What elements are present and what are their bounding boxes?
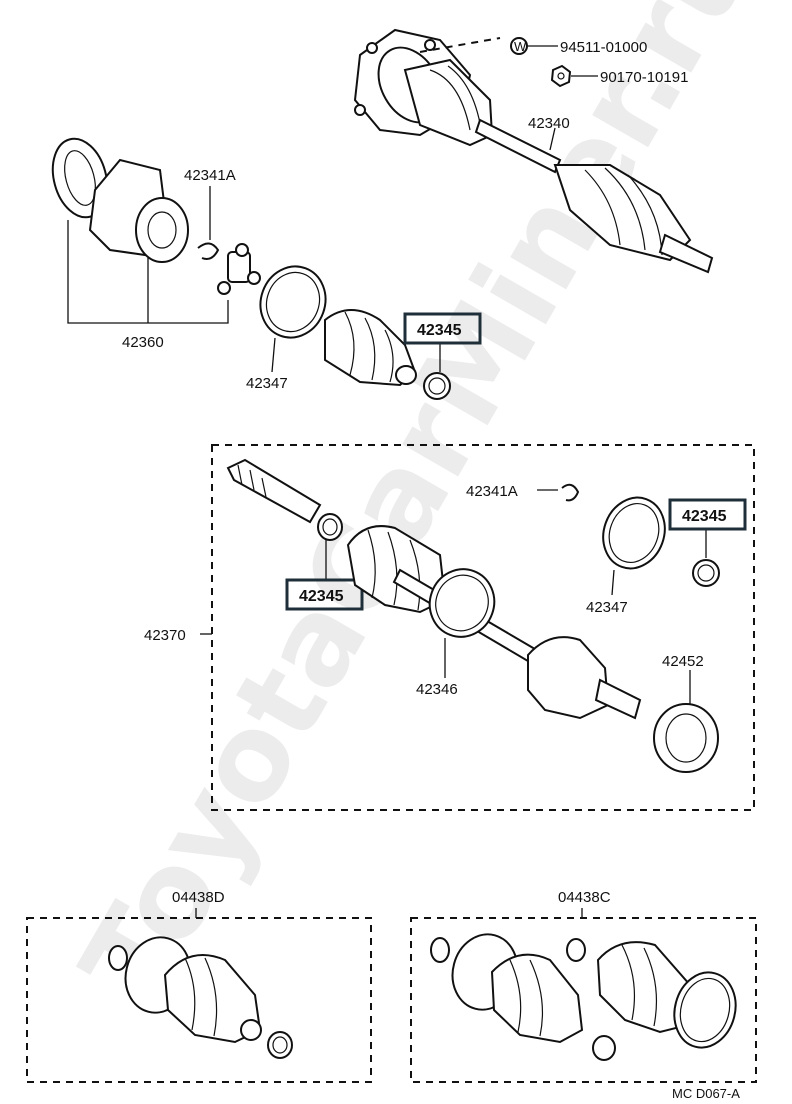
assembly-42370-frame xyxy=(211,444,755,811)
joint-housing xyxy=(51,137,189,263)
label-90170-10191: 90170-10191 xyxy=(600,69,688,86)
label-42360: 42360 xyxy=(122,334,164,351)
label-94511-01000: 94511-01000 xyxy=(560,39,647,56)
label-42452: 42452 xyxy=(662,653,704,670)
clamp-42347-mid xyxy=(602,496,666,570)
label-42345-left: 42345 xyxy=(299,588,344,605)
label-42345-top: 42345 xyxy=(417,322,462,339)
small-clamp-42345-top xyxy=(423,372,451,400)
label-42345-right: 42345 xyxy=(682,508,727,525)
washer-leader-dashed xyxy=(419,37,501,53)
clamp-42346 xyxy=(428,568,496,638)
seal-42452 xyxy=(653,703,719,773)
label-kit-04438d: 04438D xyxy=(172,889,225,906)
snap-ring-42341a-mid xyxy=(561,483,580,502)
small-clamp-42345-left xyxy=(317,513,343,541)
label-42341a-mid: 42341A xyxy=(466,483,518,500)
washer-symbol: W xyxy=(514,39,527,54)
tripod-joint xyxy=(217,243,261,295)
kit-04438d-frame xyxy=(26,917,372,1083)
kit-04438c-frame xyxy=(410,917,757,1083)
outer-cv-joint xyxy=(527,636,642,720)
highlight-box-42345-top xyxy=(403,312,482,345)
label-42370: 42370 xyxy=(144,627,186,644)
washer-part: W xyxy=(510,37,558,55)
label-42340: 42340 xyxy=(528,115,570,132)
highlight-box-42345-left xyxy=(285,578,364,611)
kit-04438c-parts xyxy=(430,933,737,1061)
watermark: ToyotaCarMiner.ru xyxy=(55,0,782,1024)
drive-shaft-upper-assembly xyxy=(353,28,714,274)
boot-top xyxy=(324,309,417,387)
small-clamp-42345-right xyxy=(692,559,720,587)
nut-part xyxy=(550,64,598,88)
label-42347-mid: 42347 xyxy=(586,599,628,616)
footer-code: MC D067-A xyxy=(672,1086,740,1101)
snap-ring-42341a-top xyxy=(197,242,220,260)
label-42346: 42346 xyxy=(416,681,458,698)
label-kit-04438c: 04438C xyxy=(558,889,611,906)
inner-shaft xyxy=(226,458,322,524)
highlight-box-42345-right xyxy=(668,498,747,531)
clamp-42347-top xyxy=(259,265,327,339)
kit-04438d-parts xyxy=(108,936,293,1059)
label-42347-top: 42347 xyxy=(246,375,288,392)
label-42341a-top: 42341A xyxy=(184,167,236,184)
